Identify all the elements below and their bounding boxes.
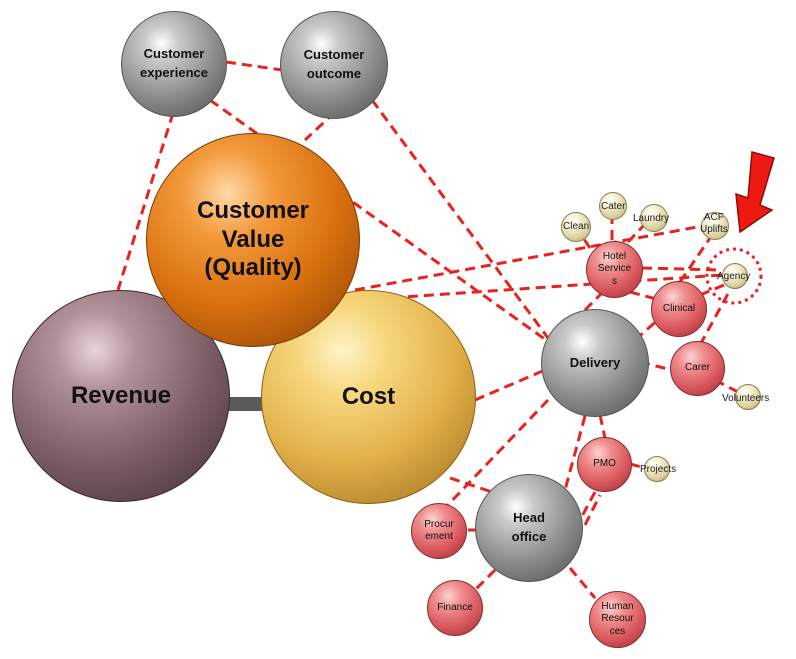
node-delivery: Delivery [541,309,649,417]
node-acf-uplifts [701,212,729,240]
link-headoffice-finance [473,568,497,592]
node-head-office: Head office [475,474,583,582]
node-revenue-label: Revenue [70,381,172,409]
node-carer: Carer [670,341,725,396]
node-finance: Finance [427,580,483,636]
node-clean [561,212,591,242]
node-procurement-label: Procur ement [424,518,454,543]
node-cost-label: Cost [341,382,396,410]
link-clinical-acf [678,237,712,283]
link-carer-agency [698,289,732,346]
node-customer-value-label: Customer Value (Quality) [196,196,310,282]
link-headoffice-pmo2 [583,494,602,526]
node-volunteers-label: Volunteers [722,393,770,404]
node-clean-label: Clean [563,221,590,232]
node-hotel-services-label: Hotel Service s [597,250,632,287]
node-customer-experience-label: Customer experience [140,46,208,80]
node-pmo-label: PMO [593,458,616,470]
node-agency-label: Agency [717,271,751,282]
link-clinical-agency [699,283,725,297]
link-experience-outcome [225,60,283,72]
node-projects-label: Projects [640,464,677,475]
node-customer-outcome-label: Customer outcome [303,47,365,81]
node-finance-label: Finance [437,601,473,613]
link-pmo-headoffice [578,491,597,521]
node-hotel-services: Hotel Service s [586,241,643,298]
node-clinical-label: Clinical [662,302,696,314]
link-value-acf [354,223,709,292]
link-pmo-projects [629,462,646,470]
link-headoffice-hr [568,567,597,599]
link-cost-headoffice [449,476,493,494]
node-cater-label: Cater [601,201,626,212]
node-human-resources-label: Human Resour ces [601,600,634,637]
link-delivery-procurement [443,398,550,510]
node-customer-outcome: Customer outcome [280,11,388,119]
node-delivery-label: Delivery [569,354,621,370]
agency-highlight-ring [705,247,763,305]
node-volunteers [735,384,761,410]
node-head-office-label: Head office [511,510,547,544]
pointer-arrow-icon [735,151,775,234]
node-laundry-label: Laundry [633,213,670,224]
node-clinical: Clinical [651,281,707,337]
link-cost-delivery [474,368,546,402]
node-human-resources: Human Resour ces [589,591,646,648]
link-outcome-delivery [370,99,550,339]
node-customer-experience: Customer experience [121,11,227,117]
node-agency [722,263,748,289]
node-carer-label: Carer [684,362,710,374]
node-customer-value: Customer Value (Quality) [146,133,360,347]
node-cater [599,192,627,220]
link-hotel-agency [641,266,723,272]
link-delivery-headoffice [563,415,587,491]
link-delivery-pmo [598,414,607,439]
node-pmo: PMO [577,437,632,492]
link-value-agency [359,273,723,302]
node-laundry [640,204,668,232]
node-procurement: Procur ement [411,503,467,559]
node-acf-uplifts-label: ACF Uplifts [700,212,728,235]
node-projects [644,456,670,482]
